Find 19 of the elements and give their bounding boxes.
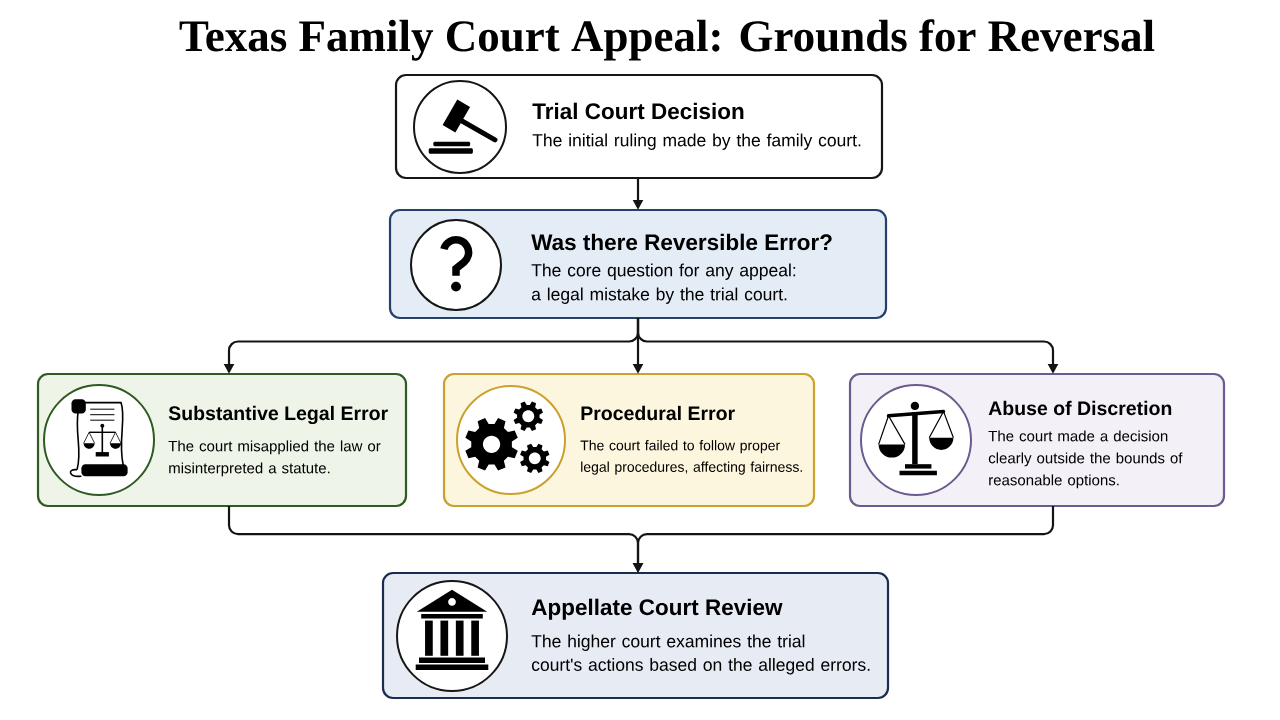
process-box bbox=[442, 372, 816, 508]
step-title: Trial Court Decision bbox=[532, 102, 744, 120]
process-box bbox=[36, 372, 408, 508]
step-title: Procedural Error bbox=[581, 405, 735, 421]
step-title: Abuse of Discretion bbox=[988, 400, 1172, 416]
step-title: Substantive Legal Error bbox=[168, 405, 388, 425]
step-description: The higher court examines the trial court's actions based on the alleged errors. bbox=[531, 634, 870, 675]
step-title: Was there Reversible Error? bbox=[531, 233, 832, 251]
diagram-title: Texas Family Court Appeal: Grounds for Reversal bbox=[179, 19, 1155, 61]
step-title: Appellate Court Review bbox=[531, 598, 783, 620]
step-description: The court misapplied the law or misinterpreted a statute. bbox=[168, 440, 381, 477]
step-description: The core question for any appeal: a legal mistake by the trial court. bbox=[531, 263, 796, 304]
process-box bbox=[848, 372, 1226, 508]
process-box bbox=[394, 73, 884, 180]
step-description: The court made a decision clearly outside the bounds of reasonable options. bbox=[988, 430, 1183, 489]
process-box bbox=[381, 571, 890, 700]
process-box bbox=[388, 208, 888, 320]
step-description: The initial ruling made by the family court. bbox=[532, 133, 861, 150]
step-description: The court failed to follow proper legal procedures, affecting fairness. bbox=[580, 440, 802, 475]
